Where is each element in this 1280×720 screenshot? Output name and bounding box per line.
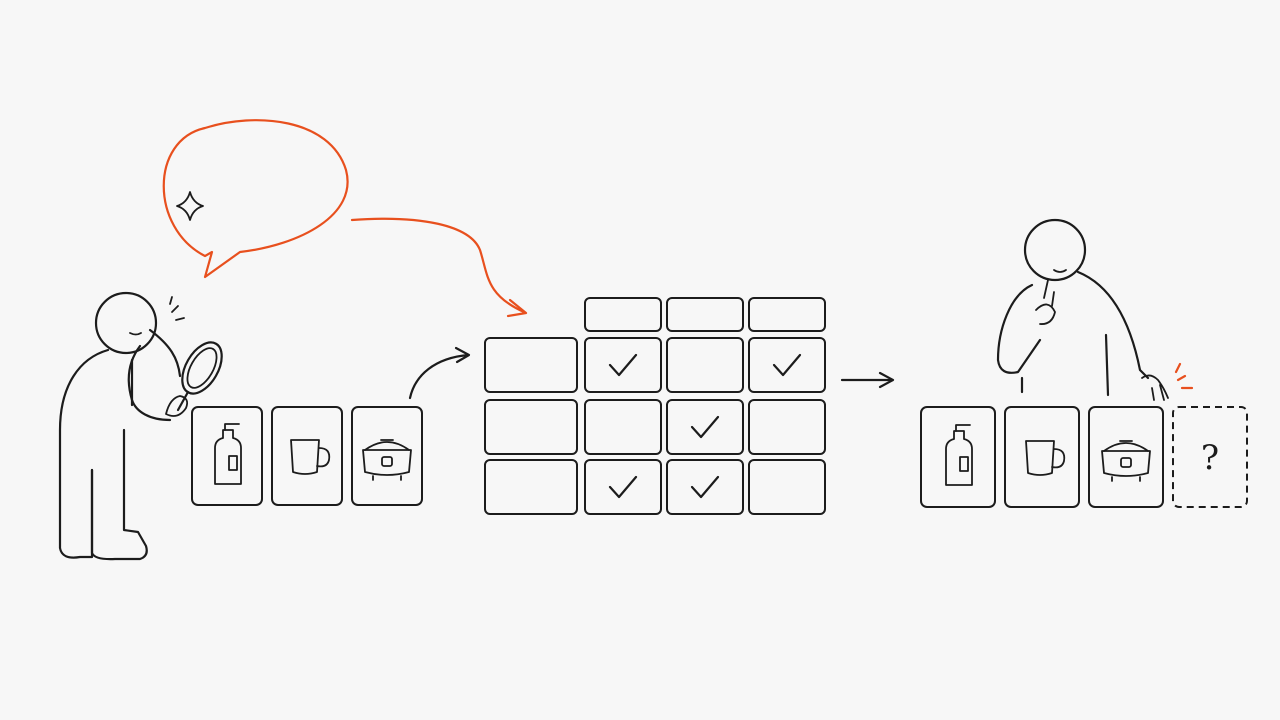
matrix-row-header <box>484 399 578 455</box>
pump-bottle-icon <box>945 424 973 486</box>
item-card: ? <box>1172 406 1248 508</box>
item-card <box>191 406 263 506</box>
check-mark-icon <box>608 475 638 499</box>
mug-icon <box>1025 440 1066 476</box>
check-mark-icon <box>690 415 720 439</box>
right-item-cards: ? <box>920 406 1248 508</box>
item-card <box>351 406 423 506</box>
mug-icon <box>290 439 331 475</box>
speech-bubble <box>162 119 349 279</box>
item-card <box>271 406 343 506</box>
comparison-matrix <box>484 297 826 515</box>
matrix-column-header <box>584 297 662 332</box>
thinking-person-head <box>1023 218 1087 282</box>
matrix-row-header <box>484 337 578 393</box>
item-card <box>920 406 996 508</box>
rice-cooker-icon <box>1101 440 1151 482</box>
check-mark-icon <box>690 475 720 499</box>
matrix-column-header <box>666 297 744 332</box>
matrix-cell <box>748 337 826 393</box>
sparkle-icon <box>176 191 204 221</box>
question-mark-glyph: ? <box>1201 438 1219 478</box>
check-mark-icon <box>772 353 802 377</box>
check-mark-icon <box>608 353 638 377</box>
matrix-cell <box>584 399 662 455</box>
item-card <box>1088 406 1164 508</box>
idea-arrow <box>350 217 528 318</box>
matrix-to-result-arrow <box>840 371 895 389</box>
matrix-row-header <box>484 459 578 515</box>
pump-bottle-icon <box>214 423 242 485</box>
left-item-cards <box>191 406 423 506</box>
item-card <box>1004 406 1080 508</box>
cards-to-matrix-arrow <box>408 346 471 400</box>
matrix-column-header <box>748 297 826 332</box>
person-thinking <box>996 218 1194 401</box>
person-head <box>94 291 158 355</box>
matrix-cell <box>666 337 744 393</box>
magnifying-glass-icon <box>181 341 223 395</box>
person-inspecting <box>58 291 223 561</box>
matrix-cell <box>666 459 744 515</box>
matrix-cell <box>748 459 826 515</box>
rice-cooker-icon <box>362 439 412 481</box>
matrix-cell <box>584 337 662 393</box>
matrix-cell <box>748 399 826 455</box>
matrix-cell <box>666 399 744 455</box>
matrix-cell <box>584 459 662 515</box>
